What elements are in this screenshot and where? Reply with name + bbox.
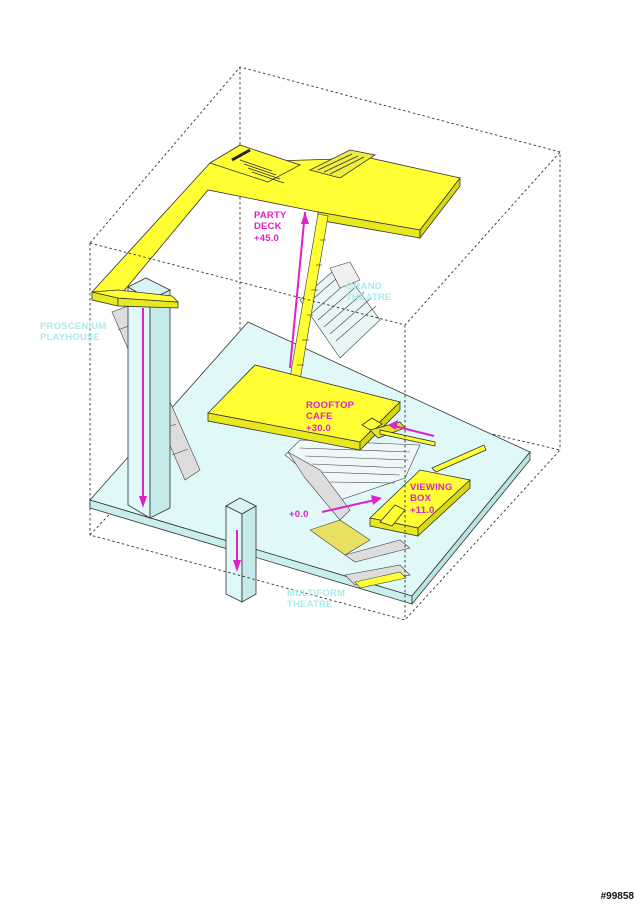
svg-text:+30.0: +30.0 [306, 423, 331, 434]
bounding-box-front [89, 151, 561, 621]
svg-text:ROOFTOP: ROOFTOP [306, 400, 355, 411]
svg-text:GRAND: GRAND [346, 281, 382, 292]
svg-text:THEATRE: THEATRE [287, 599, 333, 610]
arrow-to-rooftop-cafe [393, 425, 435, 437]
party-deck [91, 144, 461, 309]
svg-text:PLAYHOUSE: PLAYHOUSE [40, 332, 100, 343]
svg-text:CAFE: CAFE [306, 411, 333, 422]
label-multiform-theatre: MULTIFORM THEATRE [287, 588, 345, 610]
multiform-escalator [344, 564, 411, 589]
svg-text:VIEWING: VIEWING [410, 482, 453, 493]
grand-theatre-stairs [299, 261, 381, 359]
svg-text:THEATRE: THEATRE [346, 292, 392, 303]
label-ground-level: +0.0 [289, 509, 309, 520]
svg-text:+11.0: +11.0 [410, 505, 435, 516]
image-code: #99858 [600, 891, 634, 902]
tall-core-column [127, 277, 171, 519]
lower-stairs [284, 439, 421, 563]
svg-text:PARTY: PARTY [254, 210, 287, 221]
label-grand-theatre: GRAND THEATRE [346, 281, 392, 303]
arrow-heads [139, 212, 398, 572]
short-core-column [225, 497, 257, 603]
circulation-arrows [142, 211, 435, 566]
label-proscenium-playhouse: PROSCENIUM PLAYHOUSE [40, 321, 106, 343]
svg-text:BOX: BOX [410, 493, 432, 504]
arrow-to-viewing-box [321, 499, 376, 513]
viewing-box-slab [369, 429, 487, 537]
svg-text:MULTIFORM: MULTIFORM [287, 588, 345, 599]
svg-text:PROSCENIUM: PROSCENIUM [40, 321, 106, 332]
arrow-to-party-deck [289, 211, 306, 369]
label-rooftop-cafe: ROOFTOP CAFE +30.0 [306, 400, 355, 434]
label-party-deck: PARTY DECK +45.0 [254, 210, 287, 244]
svg-text:DECK: DECK [254, 221, 282, 232]
svg-text:+45.0: +45.0 [254, 233, 279, 244]
label-viewing-box: VIEWING BOX +11.0 [410, 482, 453, 516]
